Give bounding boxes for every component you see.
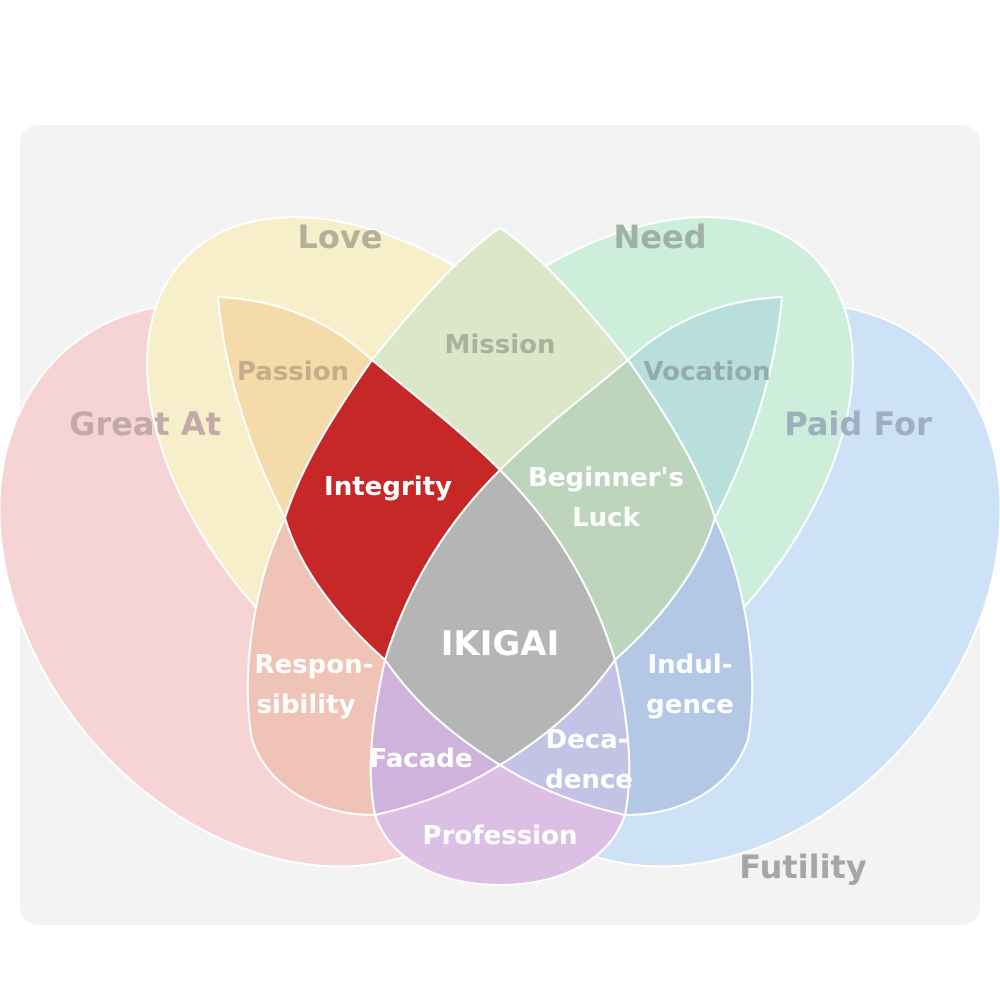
label-great-at: Great At xyxy=(69,405,221,443)
label-responsibility-line2: sibility xyxy=(256,690,355,720)
label-responsibility-line1: Respon- xyxy=(255,650,374,680)
label-decadence-line2: dence xyxy=(545,765,633,795)
label-need: Need xyxy=(613,218,706,256)
label-integrity: Integrity xyxy=(324,472,452,502)
label-decadence-line1: Deca- xyxy=(546,725,629,755)
label-ikigai: IKIGAI xyxy=(441,624,560,664)
label-mission: Mission xyxy=(444,330,555,360)
label-futility: Futility xyxy=(739,848,867,886)
region-profession xyxy=(373,763,627,887)
label-indulgence-line2: gence xyxy=(646,690,734,720)
label-indulgence-line1: Indul- xyxy=(647,650,732,680)
label-beginners-luck-line2: Luck xyxy=(572,503,640,533)
label-paid-for: Paid For xyxy=(784,405,932,443)
label-profession: Profession xyxy=(423,821,578,851)
label-beginners-luck-line1: Beginner's xyxy=(528,463,684,493)
label-vocation: Vocation xyxy=(643,357,770,387)
label-passion: Passion xyxy=(237,357,349,387)
label-facade: Facade xyxy=(370,744,473,774)
label-love: Love xyxy=(298,218,383,256)
